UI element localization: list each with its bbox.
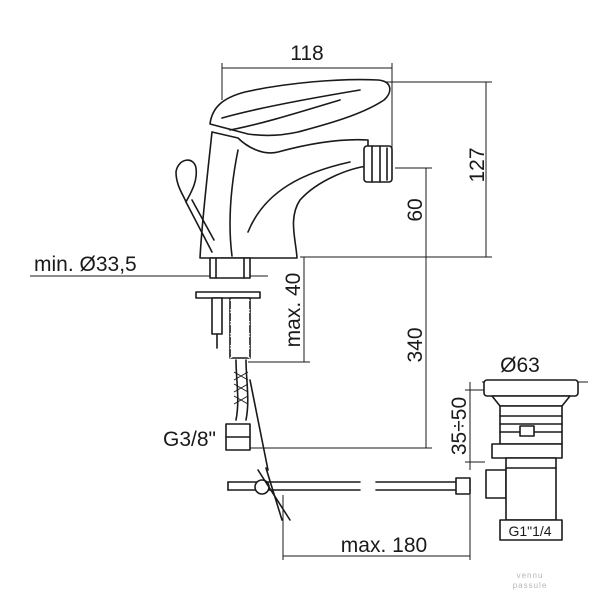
dimension-hose-length xyxy=(250,257,432,449)
dimension-spout-height xyxy=(395,167,432,257)
label-width: 118 xyxy=(290,42,323,65)
watermark-line2: passule xyxy=(513,581,548,590)
label-max-reach: max. 180 xyxy=(341,534,427,557)
label-hose-length: 340 xyxy=(404,327,427,362)
faucet-body xyxy=(175,78,393,259)
flexible-hoses xyxy=(225,359,269,471)
watermark-line1: vennu xyxy=(517,571,544,580)
label-max-thickness: max. 40 xyxy=(282,273,305,348)
dimension-width xyxy=(221,63,393,150)
label-waste-thread: G1"1/4 xyxy=(508,523,551,539)
label-spout-height: 60 xyxy=(404,198,427,221)
label-waste-diameter: Ø63 xyxy=(500,354,540,377)
dimension-max-reach xyxy=(282,495,471,560)
waste-fitting xyxy=(483,379,579,541)
label-min-hole: min. Ø33,5 xyxy=(34,253,137,276)
label-connector: G3/8" xyxy=(163,428,216,451)
mounting-assembly xyxy=(195,257,261,359)
label-height-total: 127 xyxy=(466,147,489,182)
label-waste-adjust: 35÷50 xyxy=(448,397,471,455)
pop-up-linkage xyxy=(227,467,471,521)
dimension-max-thickness xyxy=(248,257,310,363)
